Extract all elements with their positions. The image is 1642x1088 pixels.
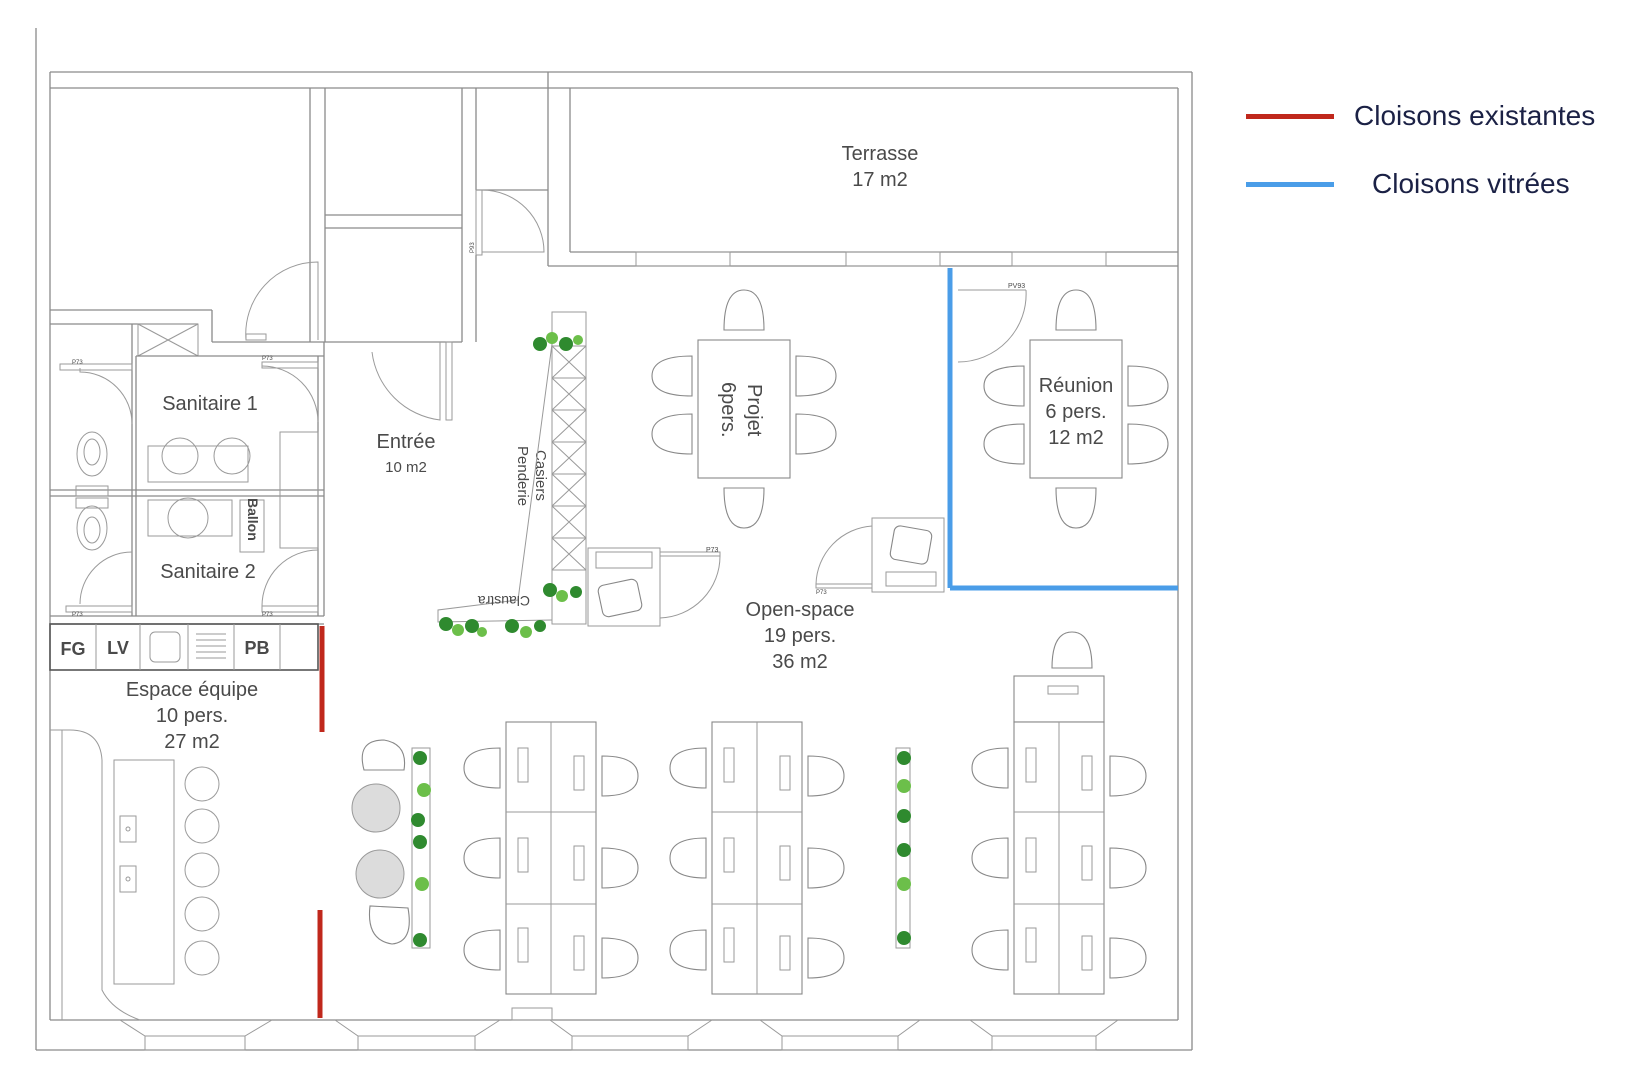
desk-cluster-3	[971, 631, 1147, 995]
phone-booth-2: P73	[815, 517, 945, 596]
desk-cluster-1	[463, 721, 639, 995]
legend-label-glass: Cloisons vitrées	[1372, 168, 1570, 199]
door-tag-s2b: P73	[262, 612, 273, 618]
door-tag-s1b: P73	[262, 356, 273, 362]
fridge-grid	[196, 633, 226, 659]
terrasse-area: Terrasse 17 m2	[547, 72, 1178, 267]
top-left-rooms: P93	[50, 88, 548, 357]
phone-booth-1: P73	[587, 547, 721, 627]
door-tag-s2a: P73	[72, 612, 83, 618]
reunion-room: PV93 Réunion 6 pers. 12 m2	[947, 268, 1178, 591]
fg-label: FG	[61, 639, 86, 659]
terrasse-area-label: 17 m2	[852, 169, 908, 191]
desk-cluster-2	[669, 721, 845, 995]
openspace-label: Open-space	[746, 599, 855, 621]
door-tag-p73-booth1: P73	[706, 547, 719, 554]
casiers-penderie: Casiers Penderie Claustra	[437, 311, 587, 625]
casiers-cross-hatching	[551, 345, 587, 571]
equipe-capacity: 10 pers.	[156, 705, 228, 727]
reunion-area: 12 m2	[1048, 427, 1104, 449]
reunion-label: Réunion	[1039, 375, 1114, 397]
legend-swatch-existing	[1246, 113, 1334, 119]
pb-label: PB	[244, 638, 269, 658]
plant-strip	[895, 747, 911, 949]
legend-glass: Cloisons vitrées	[1246, 168, 1570, 200]
lv-label: LV	[107, 638, 129, 658]
sanitaire2-label: Sanitaire 2	[160, 561, 256, 583]
legend-label-existing: Cloisons existantes	[1354, 100, 1596, 131]
existing-partitions	[317, 626, 325, 1018]
entree-area: Entrée 10 m2	[371, 341, 453, 476]
equipe-area-label: 27 m2	[164, 731, 220, 753]
entree-label: Entrée	[377, 431, 436, 453]
equipe-label: Espace équipe	[126, 679, 258, 701]
penderie-label: Penderie	[514, 446, 531, 506]
windows-bottom	[119, 1007, 1119, 1051]
door-tag-p93: P93	[470, 242, 476, 253]
door-tag-pv93: PV93	[1008, 283, 1025, 290]
terrasse-label: Terrasse	[842, 143, 919, 165]
sanitaires: P73 P73 P73 P73 Ballon Sanitaire 1 Sanit…	[50, 324, 325, 625]
appliance-row: FG LV PB	[49, 623, 319, 671]
claustra-label: Claustra	[478, 593, 530, 609]
espace-equipe-area: Espace équipe 10 pers. 27 m2	[50, 679, 258, 1021]
openspace-capacity: 19 pers.	[764, 625, 836, 647]
plants-casiers	[439, 332, 583, 638]
legend-existing: Cloisons existantes	[1246, 100, 1595, 132]
ballon-label: Ballon	[245, 498, 261, 541]
door-tag-p73-booth2: P73	[816, 590, 827, 596]
sanitaire1-label: Sanitaire 1	[162, 393, 258, 415]
entree-area-label: 10 m2	[385, 459, 427, 476]
projet-capacity: 6pers.	[717, 382, 739, 438]
projet-label: Projet	[743, 384, 765, 437]
door-tag-s1a: P73	[72, 360, 83, 366]
reunion-capacity: 6 pers.	[1045, 401, 1106, 423]
openspace-area: 36 m2	[772, 651, 828, 673]
projet-room: Projet 6pers.	[651, 289, 837, 529]
legend-swatch-glass	[1246, 181, 1334, 187]
lounge-area	[351, 739, 431, 949]
